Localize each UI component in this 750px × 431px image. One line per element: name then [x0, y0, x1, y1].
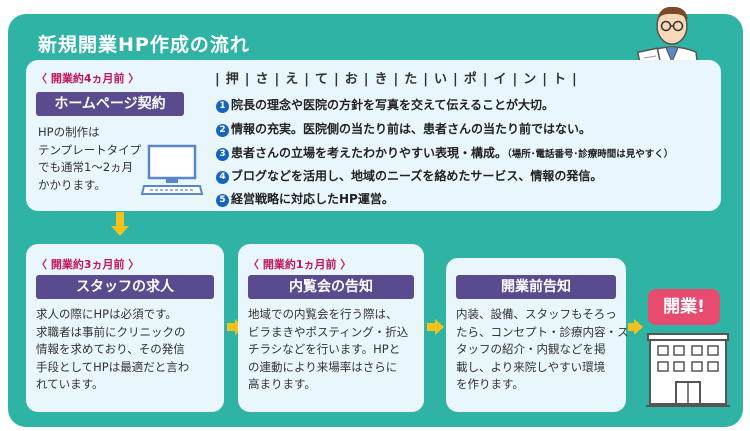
step3-body: 地域での内覧会を行う際は、 ビラまきやポスティング・折込 チラシなどを行います。…: [248, 307, 409, 391]
step2-body: 求人の際にHPは必須です。 求職者は事前にクリニックの 情報を求めており、その発…: [36, 307, 190, 391]
step2-lead: 〈 開業約3ヵ月前 〉: [36, 258, 140, 271]
points-heading: |押|さ|え|て|お|き|た|い|ポ|イ|ン|ト|: [215, 72, 583, 87]
opening-badge: 開業!: [648, 289, 720, 325]
step3-lead: 〈 開業約1ヵ月前 〉: [248, 258, 352, 271]
step-box-homepage-contract: [26, 60, 721, 211]
step1-lead: 〈 開業約4ヵ月前 〉: [36, 72, 140, 85]
step-box-staff-recruiting: [26, 244, 224, 412]
right-arrow-1: [227, 323, 235, 331]
right-arrow-2: [427, 323, 435, 331]
step4-label: 開業前告知: [456, 275, 616, 299]
page-title: 新規開業HP作成の流れ: [38, 34, 250, 56]
clinic-building-icon: [646, 333, 730, 407]
step3-label: 内覧会の告知: [248, 275, 414, 299]
step1-body: HPの制作は テンプレートタイプ でも通常1〜2ヵ月 かかります。: [38, 125, 142, 192]
down-arrow-head: [111, 226, 129, 236]
step4-body: 内装、設備、スタッフもそろっ たら、コンセプト・診療内容・ス タッフの紹介・内観…: [456, 307, 629, 391]
step-box-open-house: [238, 244, 424, 412]
right-arrow-3: [628, 323, 634, 331]
computer-icon: [140, 144, 204, 195]
step1-label: ホームページ契約: [36, 92, 184, 116]
right-arrow-icon: [634, 319, 643, 335]
right-arrow-icon: [435, 319, 444, 335]
step2-label: スタッフの求人: [36, 275, 214, 299]
down-arrow-icon: [116, 212, 124, 226]
